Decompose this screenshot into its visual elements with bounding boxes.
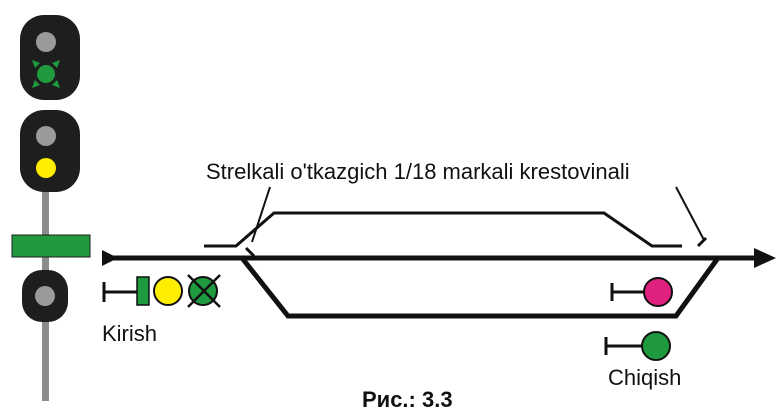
lamp-off-icon bbox=[36, 126, 56, 146]
upper-loop-track bbox=[204, 211, 708, 258]
station-diagram bbox=[11, 15, 776, 401]
signal-head-upper bbox=[20, 15, 80, 100]
exit-signal-upper bbox=[610, 277, 673, 307]
lamp-yellow-icon bbox=[36, 158, 56, 178]
entry-green-block-icon bbox=[136, 276, 150, 306]
signal-head-lower bbox=[20, 110, 80, 192]
exit-magenta-lamp-icon bbox=[643, 277, 673, 307]
exit-label: Chiqish bbox=[608, 365, 682, 390]
mast-green-plate bbox=[11, 234, 91, 258]
entry-signal bbox=[102, 274, 221, 308]
entry-yellow-lamp-icon bbox=[153, 276, 183, 306]
turnout-label: Strelkali o'tkazgich 1/18 markali kresto… bbox=[206, 159, 630, 184]
entry-label: Kirish bbox=[102, 321, 158, 346]
lamp-off-icon bbox=[35, 286, 55, 306]
siding-track bbox=[240, 256, 721, 319]
entry-cross-icon bbox=[187, 274, 221, 308]
lamp-green-icon bbox=[37, 65, 55, 83]
flashing-arrows-icon bbox=[32, 60, 60, 88]
figure-caption: Рис.: 3.3 bbox=[362, 387, 453, 412]
exit-green-lamp-icon bbox=[641, 331, 671, 361]
arrow-right-icon bbox=[754, 248, 776, 268]
exit-signal-lower bbox=[604, 331, 671, 361]
label-leader-lines bbox=[251, 186, 705, 243]
arrow-left-icon bbox=[102, 250, 118, 266]
lamp-off-icon bbox=[36, 32, 56, 52]
